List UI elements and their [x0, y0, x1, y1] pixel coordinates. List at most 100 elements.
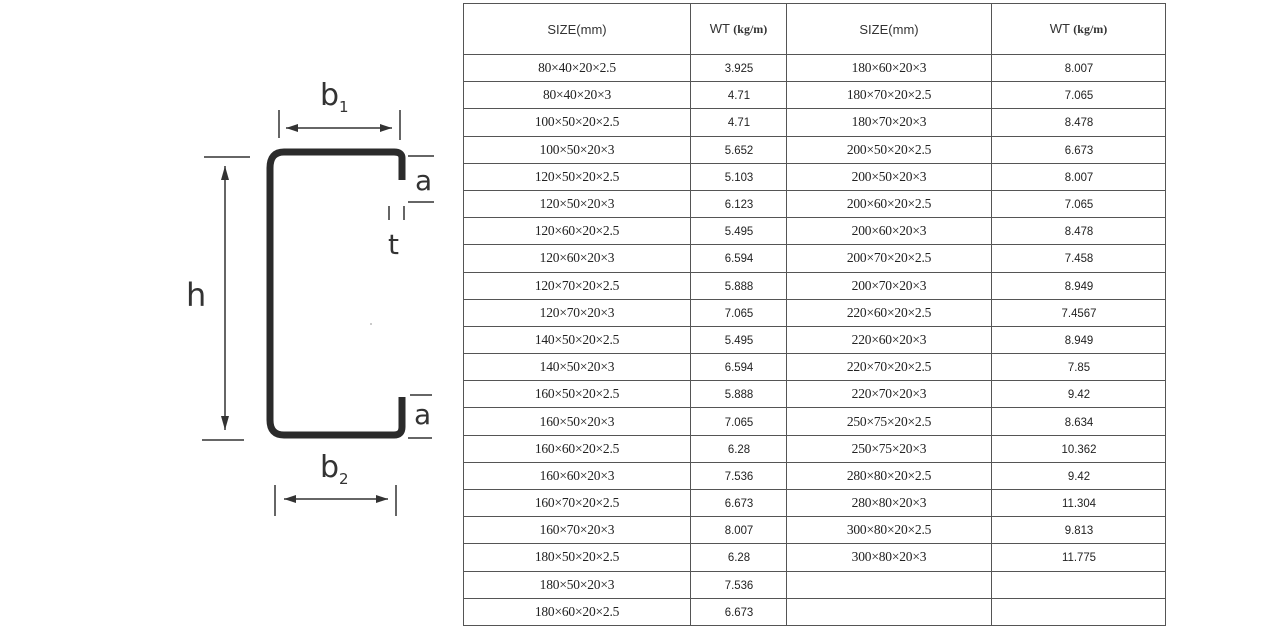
- size-left-cell: 120×50×20×3: [463, 189, 691, 219]
- size-right-cell: 300×80×20×3: [786, 543, 992, 572]
- wt-right-cell: 8.007: [995, 162, 1162, 191]
- wt-left-cell: 5.103: [692, 162, 785, 191]
- b2-sub: 2: [339, 470, 349, 488]
- b1-label: b1: [320, 78, 349, 116]
- size-right-cell: 180×70×20×3: [786, 108, 992, 137]
- wt-right-cell: 7.065: [995, 81, 1162, 110]
- header-wt-left-label: WT: [709, 21, 730, 36]
- wt-left-cell: 6.594: [692, 244, 785, 273]
- size-left-cell: 160×50×20×3: [463, 407, 691, 436]
- wt-left-cell: 6.673: [692, 488, 785, 518]
- wt-right-cell: [995, 570, 1162, 599]
- size-right-cell: 200×60×20×3: [786, 217, 992, 246]
- size-right-cell: [786, 597, 992, 626]
- header-size-right: SIZE(mm): [786, 3, 992, 55]
- size-left-cell: 120×70×20×3: [463, 298, 691, 327]
- wt-left-cell: 8.007: [692, 516, 785, 545]
- size-left-cell: 180×50×20×3: [463, 570, 691, 599]
- size-right-cell: 200×70×20×2.5: [786, 244, 992, 273]
- wt-left-cell: 6.673: [692, 597, 785, 626]
- size-right-cell: 280×80×20×3: [786, 488, 992, 518]
- wt-right-cell: 7.85: [995, 353, 1162, 382]
- size-right-cell: 220×70×20×3: [786, 380, 992, 409]
- header-wt-left: WT (kg/m): [690, 3, 787, 55]
- size-right-cell: 200×60×20×2.5: [786, 189, 992, 219]
- wt-right-cell: 7.4567: [995, 298, 1162, 327]
- size-right-cell: 200×70×20×3: [786, 271, 992, 300]
- wt-left-cell: 6.28: [692, 543, 785, 572]
- size-left-cell: 120×60×20×2.5: [463, 217, 691, 246]
- wt-right-cell: 8.478: [995, 217, 1162, 246]
- wt-left-cell: 3.925: [692, 53, 785, 83]
- size-right-cell: [786, 570, 992, 599]
- size-left-cell: 160×50×20×2.5: [463, 380, 691, 409]
- size-left-cell: 180×50×20×2.5: [463, 543, 691, 572]
- b1-sub: 1: [339, 98, 349, 116]
- size-left-cell: 140×50×20×2.5: [463, 325, 691, 355]
- size-left-cell: 80×40×20×2.5: [463, 53, 691, 83]
- size-left-cell: 140×50×20×3: [463, 353, 691, 382]
- size-left-cell: 80×40×20×3: [463, 81, 691, 110]
- t-label: t: [388, 228, 399, 261]
- size-right-cell: 180×60×20×3: [786, 53, 992, 83]
- a-top-label: a: [415, 164, 433, 197]
- size-right-cell: 200×50×20×3: [786, 162, 992, 191]
- wt-right-cell: 7.065: [995, 189, 1162, 219]
- wt-right-cell: [995, 597, 1162, 626]
- wt-left-cell: 5.652: [692, 135, 785, 164]
- size-left-cell: 100×50×20×3: [463, 135, 691, 164]
- weight-table-container: SIZE(mm) WT (kg/m) SIZE(mm) WT (kg/m) 80…: [463, 3, 1166, 626]
- wt-left-cell: 5.888: [692, 271, 785, 300]
- wt-right-cell: 9.42: [995, 380, 1162, 409]
- header-wt-right-unit: (kg/m): [1073, 22, 1108, 36]
- header-wt-left-unit: (kg/m): [733, 22, 768, 36]
- wt-right-cell: 6.673: [995, 135, 1162, 164]
- a-bottom-label: a: [414, 398, 432, 431]
- wt-right-cell: 7.458: [995, 244, 1162, 273]
- size-left-cell: 120×50×20×2.5: [463, 162, 691, 191]
- header-wt-right-label: WT: [1049, 21, 1070, 36]
- wt-left-cell: 6.123: [692, 189, 785, 219]
- size-right-cell: 220×70×20×2.5: [786, 353, 992, 382]
- wt-left-cell: 7.536: [692, 461, 785, 491]
- size-left-cell: 160×70×20×2.5: [463, 488, 691, 518]
- table-header-row: SIZE(mm) WT (kg/m) SIZE(mm) WT (kg/m): [463, 3, 1166, 55]
- wt-left-cell: 4.71: [692, 108, 785, 137]
- header-size-left: SIZE(mm): [463, 3, 691, 55]
- b2-main: b: [320, 450, 340, 485]
- c-channel-diagram: b1 h a t a b2: [180, 70, 460, 540]
- wt-right-cell: 11.304: [995, 488, 1162, 518]
- wt-right-cell: 11.775: [995, 543, 1162, 572]
- wt-left-cell: 5.495: [692, 325, 785, 355]
- size-right-cell: 220×60×20×2.5: [786, 298, 992, 327]
- size-left-cell: 120×60×20×3: [463, 244, 691, 273]
- size-right-cell: 250×75×20×3: [786, 434, 992, 463]
- wt-left-cell: 7.065: [692, 298, 785, 327]
- wt-right-cell: 8.634: [995, 407, 1162, 436]
- wt-right-cell: 8.949: [995, 271, 1162, 300]
- wt-left-cell: 5.888: [692, 380, 785, 409]
- b1-main: b: [320, 78, 340, 113]
- wt-left-cell: 4.71: [692, 81, 785, 110]
- h-label: h: [186, 276, 207, 314]
- header-wt-right: WT (kg/m): [991, 3, 1166, 55]
